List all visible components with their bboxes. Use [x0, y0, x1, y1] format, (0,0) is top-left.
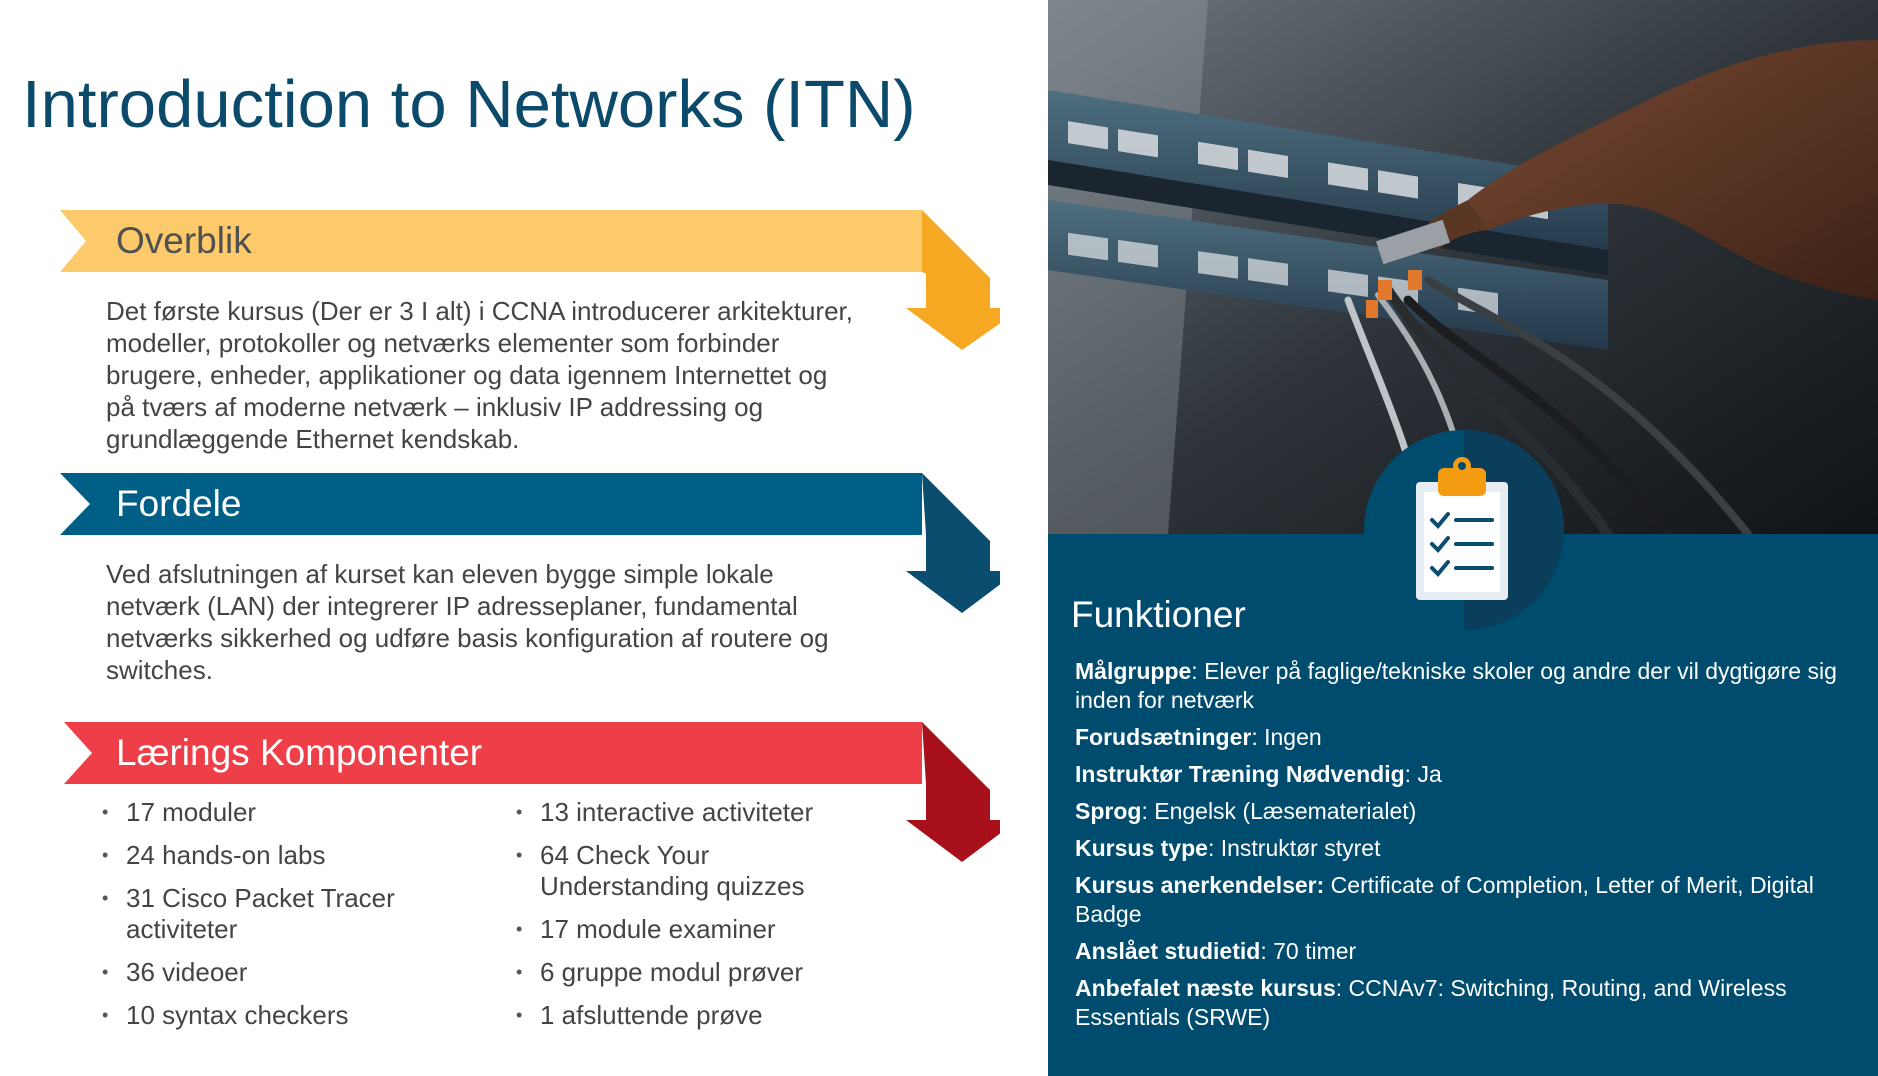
- list-item: 1 afsluttende prøve: [516, 1000, 936, 1031]
- list-item: 17 moduler: [102, 797, 502, 828]
- overblik-heading: Overblik: [116, 220, 252, 261]
- laerings-heading: Lærings Komponenter: [116, 732, 483, 773]
- list-item: 13 interactive activiteter: [516, 797, 936, 828]
- overblik-text: Det første kursus (Der er 3 I alt) i CCN…: [106, 296, 853, 454]
- components-list-right: 13 interactive activiteter 64 Check Your…: [516, 797, 936, 1043]
- funktioner-heading: Funktioner: [1071, 594, 1246, 635]
- list-item: 36 videoer: [102, 957, 502, 988]
- feature-item: Instruktør Træning Nødvendig: Ja: [1075, 761, 1442, 787]
- feature-item: Kursus type: Instruktør styret: [1075, 835, 1381, 861]
- feature-item: Anslået studietid: 70 timer: [1075, 938, 1357, 964]
- feature-list: Målgruppe: Elever på faglige/tekniske sk…: [1075, 657, 1850, 1040]
- fordele-text: Ved afslutningen af kurset kan eleven by…: [106, 559, 829, 685]
- page-title: Introduction to Networks (ITN): [22, 67, 916, 142]
- list-item: 10 syntax checkers: [102, 1000, 502, 1031]
- list-item: 17 module examiner: [516, 914, 936, 945]
- clipboard-badge: [1364, 430, 1564, 630]
- feature-item: Kursus anerkendelser: Certificate of Com…: [1075, 872, 1814, 927]
- list-item: 24 hands-on labs: [102, 840, 502, 871]
- list-item: 6 gruppe modul prøver: [516, 957, 936, 988]
- feature-item: Sprog: Engelsk (Læsematerialet): [1075, 798, 1417, 824]
- feature-item: Anbefalet næste kursus: CCNAv7: Switchin…: [1075, 975, 1787, 1030]
- feature-item: Målgruppe: Elever på faglige/tekniske sk…: [1075, 658, 1837, 713]
- fordele-heading: Fordele: [116, 483, 242, 524]
- components-list-left: 17 moduler 24 hands-on labs 31 Cisco Pac…: [102, 797, 502, 1043]
- feature-item: Forudsætninger: Ingen: [1075, 724, 1322, 750]
